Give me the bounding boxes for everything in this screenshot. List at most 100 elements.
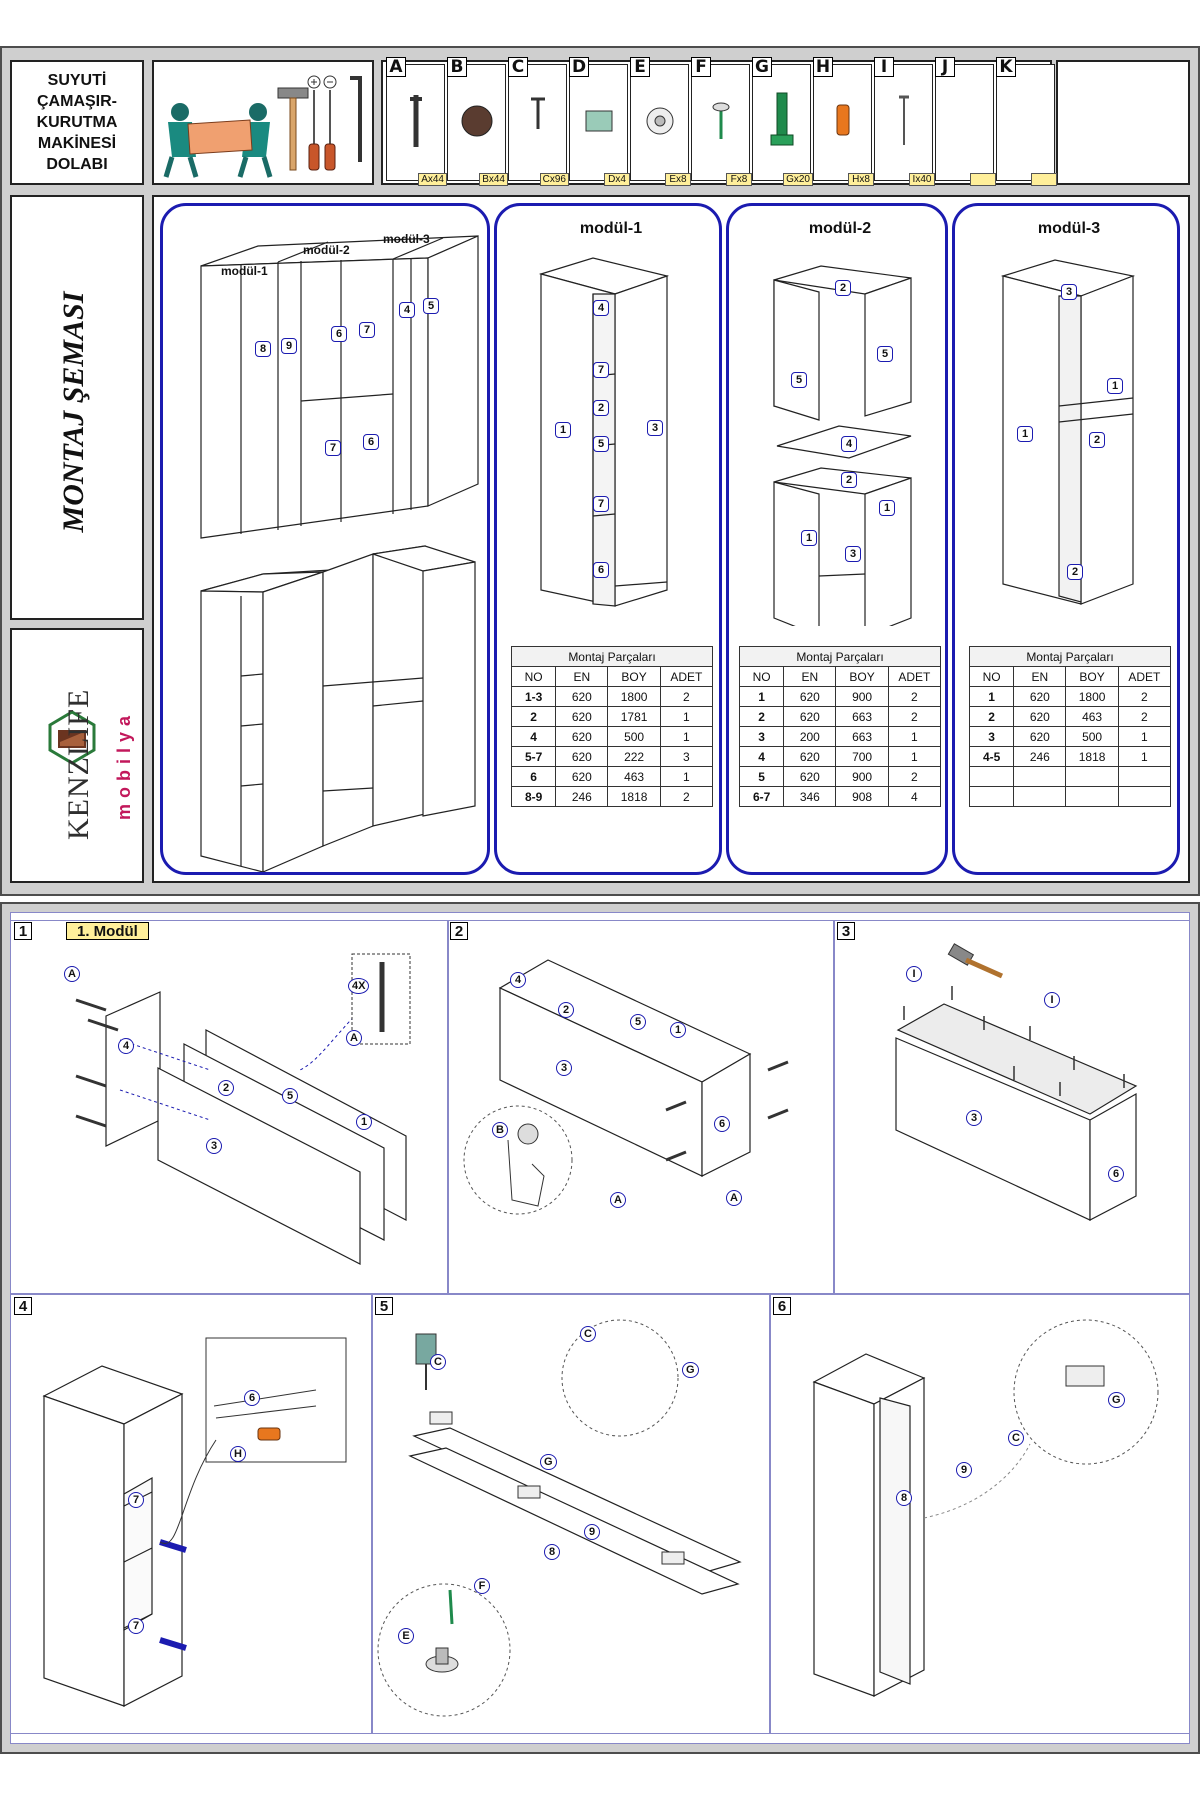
table-cell: 6-7 xyxy=(738,786,785,807)
table-header-cell: NO xyxy=(738,666,785,687)
step-6-number: 6 xyxy=(773,1297,791,1315)
callout-badge: G xyxy=(682,1362,699,1378)
table-cell: 620 xyxy=(555,766,609,787)
table-cell: 620 xyxy=(783,766,837,787)
table-cell: 620 xyxy=(555,726,609,747)
panel-number-badge: 7 xyxy=(593,362,609,378)
nail-icon xyxy=(887,89,921,153)
callout-badge: A xyxy=(64,966,80,982)
callout-badge: 3 xyxy=(206,1138,222,1154)
overview-label-2: modül-2 xyxy=(303,243,350,257)
table-cell: 5-7 xyxy=(510,746,557,767)
panel-number-badge: 5 xyxy=(593,436,609,452)
brand-panel: KENZLIFE mobilya xyxy=(10,628,144,883)
table-cell xyxy=(1065,766,1119,787)
title-line-5: DOLABI xyxy=(46,156,108,173)
table-row xyxy=(968,766,1172,787)
table-cell: 900 xyxy=(835,766,889,787)
table-cell: 620 xyxy=(783,706,837,727)
overview-label-3: modül-3 xyxy=(383,232,430,246)
table-cell xyxy=(1117,766,1172,787)
panel-number-badge: 2 xyxy=(841,472,857,488)
part-quantity: Hx8 xyxy=(848,173,874,186)
callout-badge: 9 xyxy=(584,1524,600,1540)
part-quantity: Fx8 xyxy=(726,173,752,186)
table-cell: 346 xyxy=(783,786,837,807)
panel-number-badge: 7 xyxy=(325,440,341,456)
table-cell: 3 xyxy=(659,746,714,767)
panel-number-badge: 3 xyxy=(1061,284,1077,300)
panel-number-badge: 2 xyxy=(835,280,851,296)
panel-number-badge: 1 xyxy=(1017,426,1033,442)
table-cell: 3 xyxy=(968,726,1015,747)
callout-badge: 4 xyxy=(510,972,526,988)
panel-number-badge: 5 xyxy=(877,346,893,362)
part-quantity xyxy=(1031,173,1057,186)
part-letter: I xyxy=(874,57,894,77)
callout-badge: A xyxy=(346,1030,362,1046)
callout-badge: H xyxy=(230,1446,246,1462)
finger-icon xyxy=(507,1139,545,1207)
table-cell: 620 xyxy=(1013,686,1067,707)
table-cell: 2 xyxy=(887,686,942,707)
brand-name: KENZLIFE xyxy=(62,688,95,840)
panel-number-badge: 5 xyxy=(423,298,439,314)
shelf-pin-icon xyxy=(826,89,860,153)
table-cell: 6 xyxy=(510,766,557,787)
brand-sub: mobilya xyxy=(114,709,134,821)
table-cell: 500 xyxy=(1065,726,1119,747)
table-header-cell: NO xyxy=(968,666,1015,687)
table-header-cell: BOY xyxy=(835,666,889,687)
tools-panel xyxy=(152,60,374,185)
tools-illustration xyxy=(163,75,362,178)
table-cell: 620 xyxy=(1013,726,1067,747)
step-5-number: 5 xyxy=(375,1297,393,1315)
table-cell: 1 xyxy=(659,706,714,727)
table-cell: 2 xyxy=(1117,706,1172,727)
table-cell: 1 xyxy=(887,746,942,767)
part-letter: F xyxy=(691,57,711,77)
table-header-cell: ADET xyxy=(659,666,714,687)
table-cell: 620 xyxy=(1013,706,1067,727)
callout-badge: C xyxy=(430,1354,446,1370)
table-cell: 663 xyxy=(835,726,889,747)
table-header-cell: ADET xyxy=(887,666,942,687)
table-caption: Montaj Parçaları xyxy=(739,646,941,667)
table-cell xyxy=(968,786,1015,807)
callout-badge: 5 xyxy=(630,1014,646,1030)
callout-badge: C xyxy=(580,1326,596,1342)
table-cell: 2 xyxy=(1117,686,1172,707)
panel-number-badge: 6 xyxy=(331,326,347,342)
knob-icon xyxy=(425,1647,459,1673)
callout-badge: 7 xyxy=(128,1618,144,1634)
table-cell: 5 xyxy=(738,766,785,787)
part-letter: K xyxy=(996,57,1016,77)
knob-icon xyxy=(643,89,677,153)
panel-number-badge: 4 xyxy=(841,436,857,452)
step-2-drawing xyxy=(463,959,789,1215)
hammer-icon xyxy=(947,943,1004,979)
part-letter: A xyxy=(386,57,406,77)
part-letter: H xyxy=(813,57,833,77)
table-cell: 1 xyxy=(968,686,1015,707)
two-people-icon xyxy=(163,103,273,178)
part-letter: C xyxy=(508,57,528,77)
panel-number-badge: 9 xyxy=(281,338,297,354)
table-cell: 2 xyxy=(887,706,942,727)
table-cell xyxy=(1013,786,1067,807)
